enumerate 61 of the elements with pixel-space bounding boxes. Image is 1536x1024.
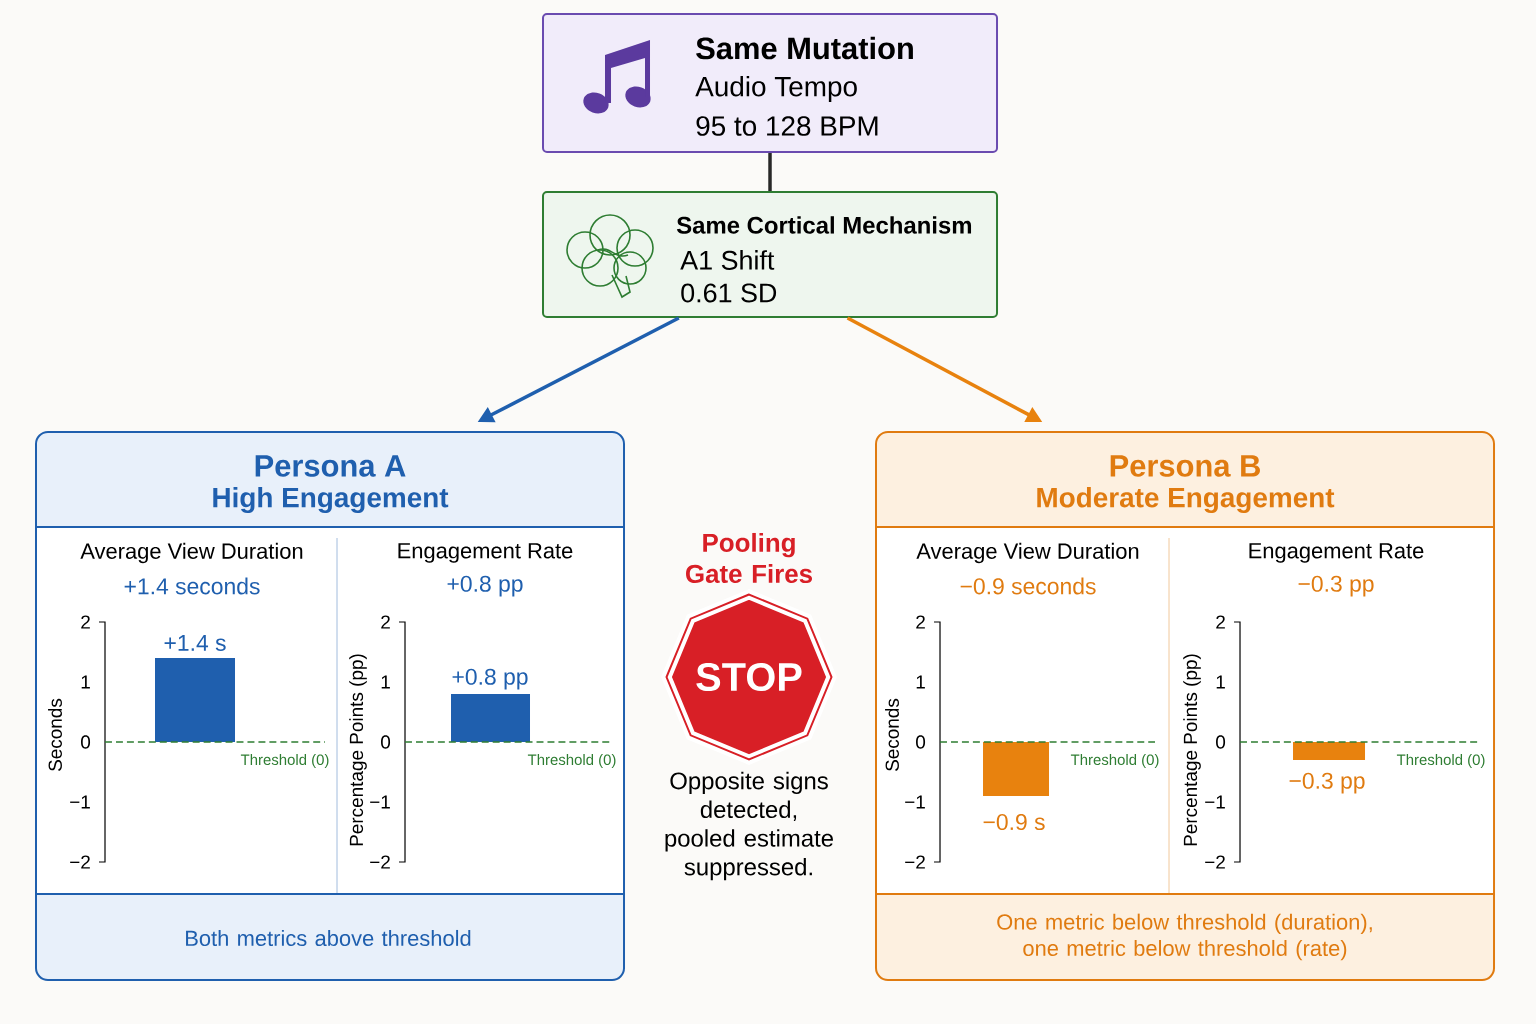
tick-label: 0 [916,735,926,749]
gate-note: Opposite signs detected, pooled estimate suppressed. [665,771,833,881]
persona-panel [35,431,625,981]
tick-label: 1 [916,675,925,689]
bar-label: +1.4 s [164,635,226,651]
body-text: 95 to 128 BPM [696,116,878,136]
bar-label: +0.8 pp [452,668,528,690]
tick-label: 1 [1216,675,1225,689]
tick-label: 1 [381,675,390,689]
tick-label: −2 [70,855,90,869]
heading: Same Cortical Mechanism [676,216,972,234]
persona-panel [875,431,1495,981]
metric-value: +1.4 seconds [124,577,260,595]
panel-subtitle: Moderate Engagement [1037,486,1335,514]
axis-title: Percentage Points (pp) [349,654,367,846]
tick-label: 2 [81,615,90,629]
tick-label: 1 [81,675,90,689]
tick-label: −2 [905,855,925,869]
chart-title: Average View Duration [916,542,1139,564]
mechanism-box [542,191,998,318]
tick-label: 2 [381,615,390,629]
summary-band [35,893,625,947]
panel-title: Persona B [1110,455,1260,477]
metric-value: +0.8 pp [447,575,523,597]
summary-text: Both metrics above threshold [186,929,471,947]
threshold-label: Threshold (0) [240,754,329,768]
gate-heading: Pooling Gate Fires [686,532,812,584]
stop-sign: STOP [661,589,837,765]
bar-label: −0.3 pp [1289,772,1365,794]
heading: Same Mutation [696,36,913,60]
threshold-label: Threshold (0) [1396,754,1485,768]
panel-title: Persona A [255,455,406,477]
axis-title: Percentage Points (pp) [1183,654,1201,846]
tick-label: −1 [1205,795,1225,809]
tick-label: 0 [81,735,91,749]
tick-label: −1 [370,795,390,809]
tick-label: −2 [1205,855,1225,869]
tick-label: −1 [70,795,90,809]
tick-label: 2 [1216,615,1225,629]
body-text: 0.61 SD [681,283,777,303]
body-text: Audio Tempo [695,76,857,102]
metric-value: −0.9 seconds [960,577,1096,595]
chart-title: Average View Duration [80,542,303,564]
tick-label: −1 [905,795,925,809]
threshold-label: Threshold (0) [1070,754,1159,768]
tick-label: 2 [916,615,925,629]
threshold-label: Threshold (0) [527,754,616,768]
summary-text: One metric below threshold (duration), one metric below threshold (rate) [997,913,1372,961]
summary-band [875,893,1495,961]
tick-label: 0 [1216,735,1226,749]
tick-label: 0 [381,735,391,749]
metric-value: −0.3 pp [1298,575,1374,597]
axis-title: Seconds [48,698,62,771]
bar-label: −0.9 s [983,813,1045,831]
tick-label: −2 [370,855,390,869]
axis-title: Seconds [885,698,899,771]
panel-subtitle: High Engagement [213,486,449,514]
chart-title: Engagement Rate [398,543,573,563]
body-text: A1 Shift [680,250,775,270]
mutation-box [542,13,998,153]
chart-title: Engagement Rate [1249,543,1424,563]
